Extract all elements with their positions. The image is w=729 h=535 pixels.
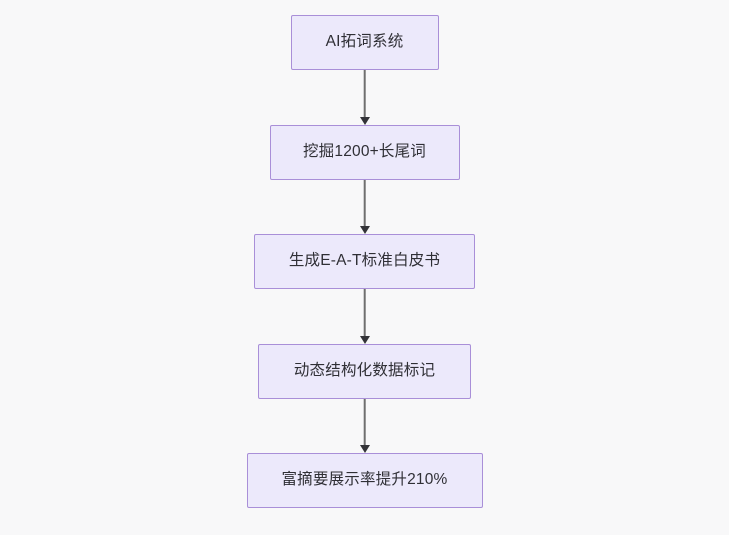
flow-node-rich-snippet-rate-increase[interactable]: 富摘要展示率提升210%: [246, 453, 483, 508]
arrowhead-icon: [359, 117, 370, 125]
flow-edge-n2-n3: [359, 180, 370, 234]
flow-edge-n3-n4: [359, 289, 370, 344]
edge-line: [363, 180, 366, 227]
flow-node-generate-eat-whitepaper[interactable]: 生成E-A-T标准白皮书: [254, 234, 475, 289]
flow-node-ai-keyword-system[interactable]: AI拓词系统: [290, 15, 439, 70]
edge-line: [363, 289, 366, 337]
edge-line: [363, 70, 366, 118]
edge-line: [363, 399, 366, 446]
flow-edge-n4-n5: [359, 399, 370, 453]
flow-edge-n1-n2: [359, 70, 370, 125]
flow-node-dynamic-structured-data-markup[interactable]: 动态结构化数据标记: [258, 344, 471, 399]
arrowhead-icon: [359, 226, 370, 234]
arrowhead-icon: [359, 445, 370, 453]
flow-node-mine-longtail-keywords[interactable]: 挖掘1200+长尾词: [269, 125, 460, 180]
arrowhead-icon: [359, 336, 370, 344]
